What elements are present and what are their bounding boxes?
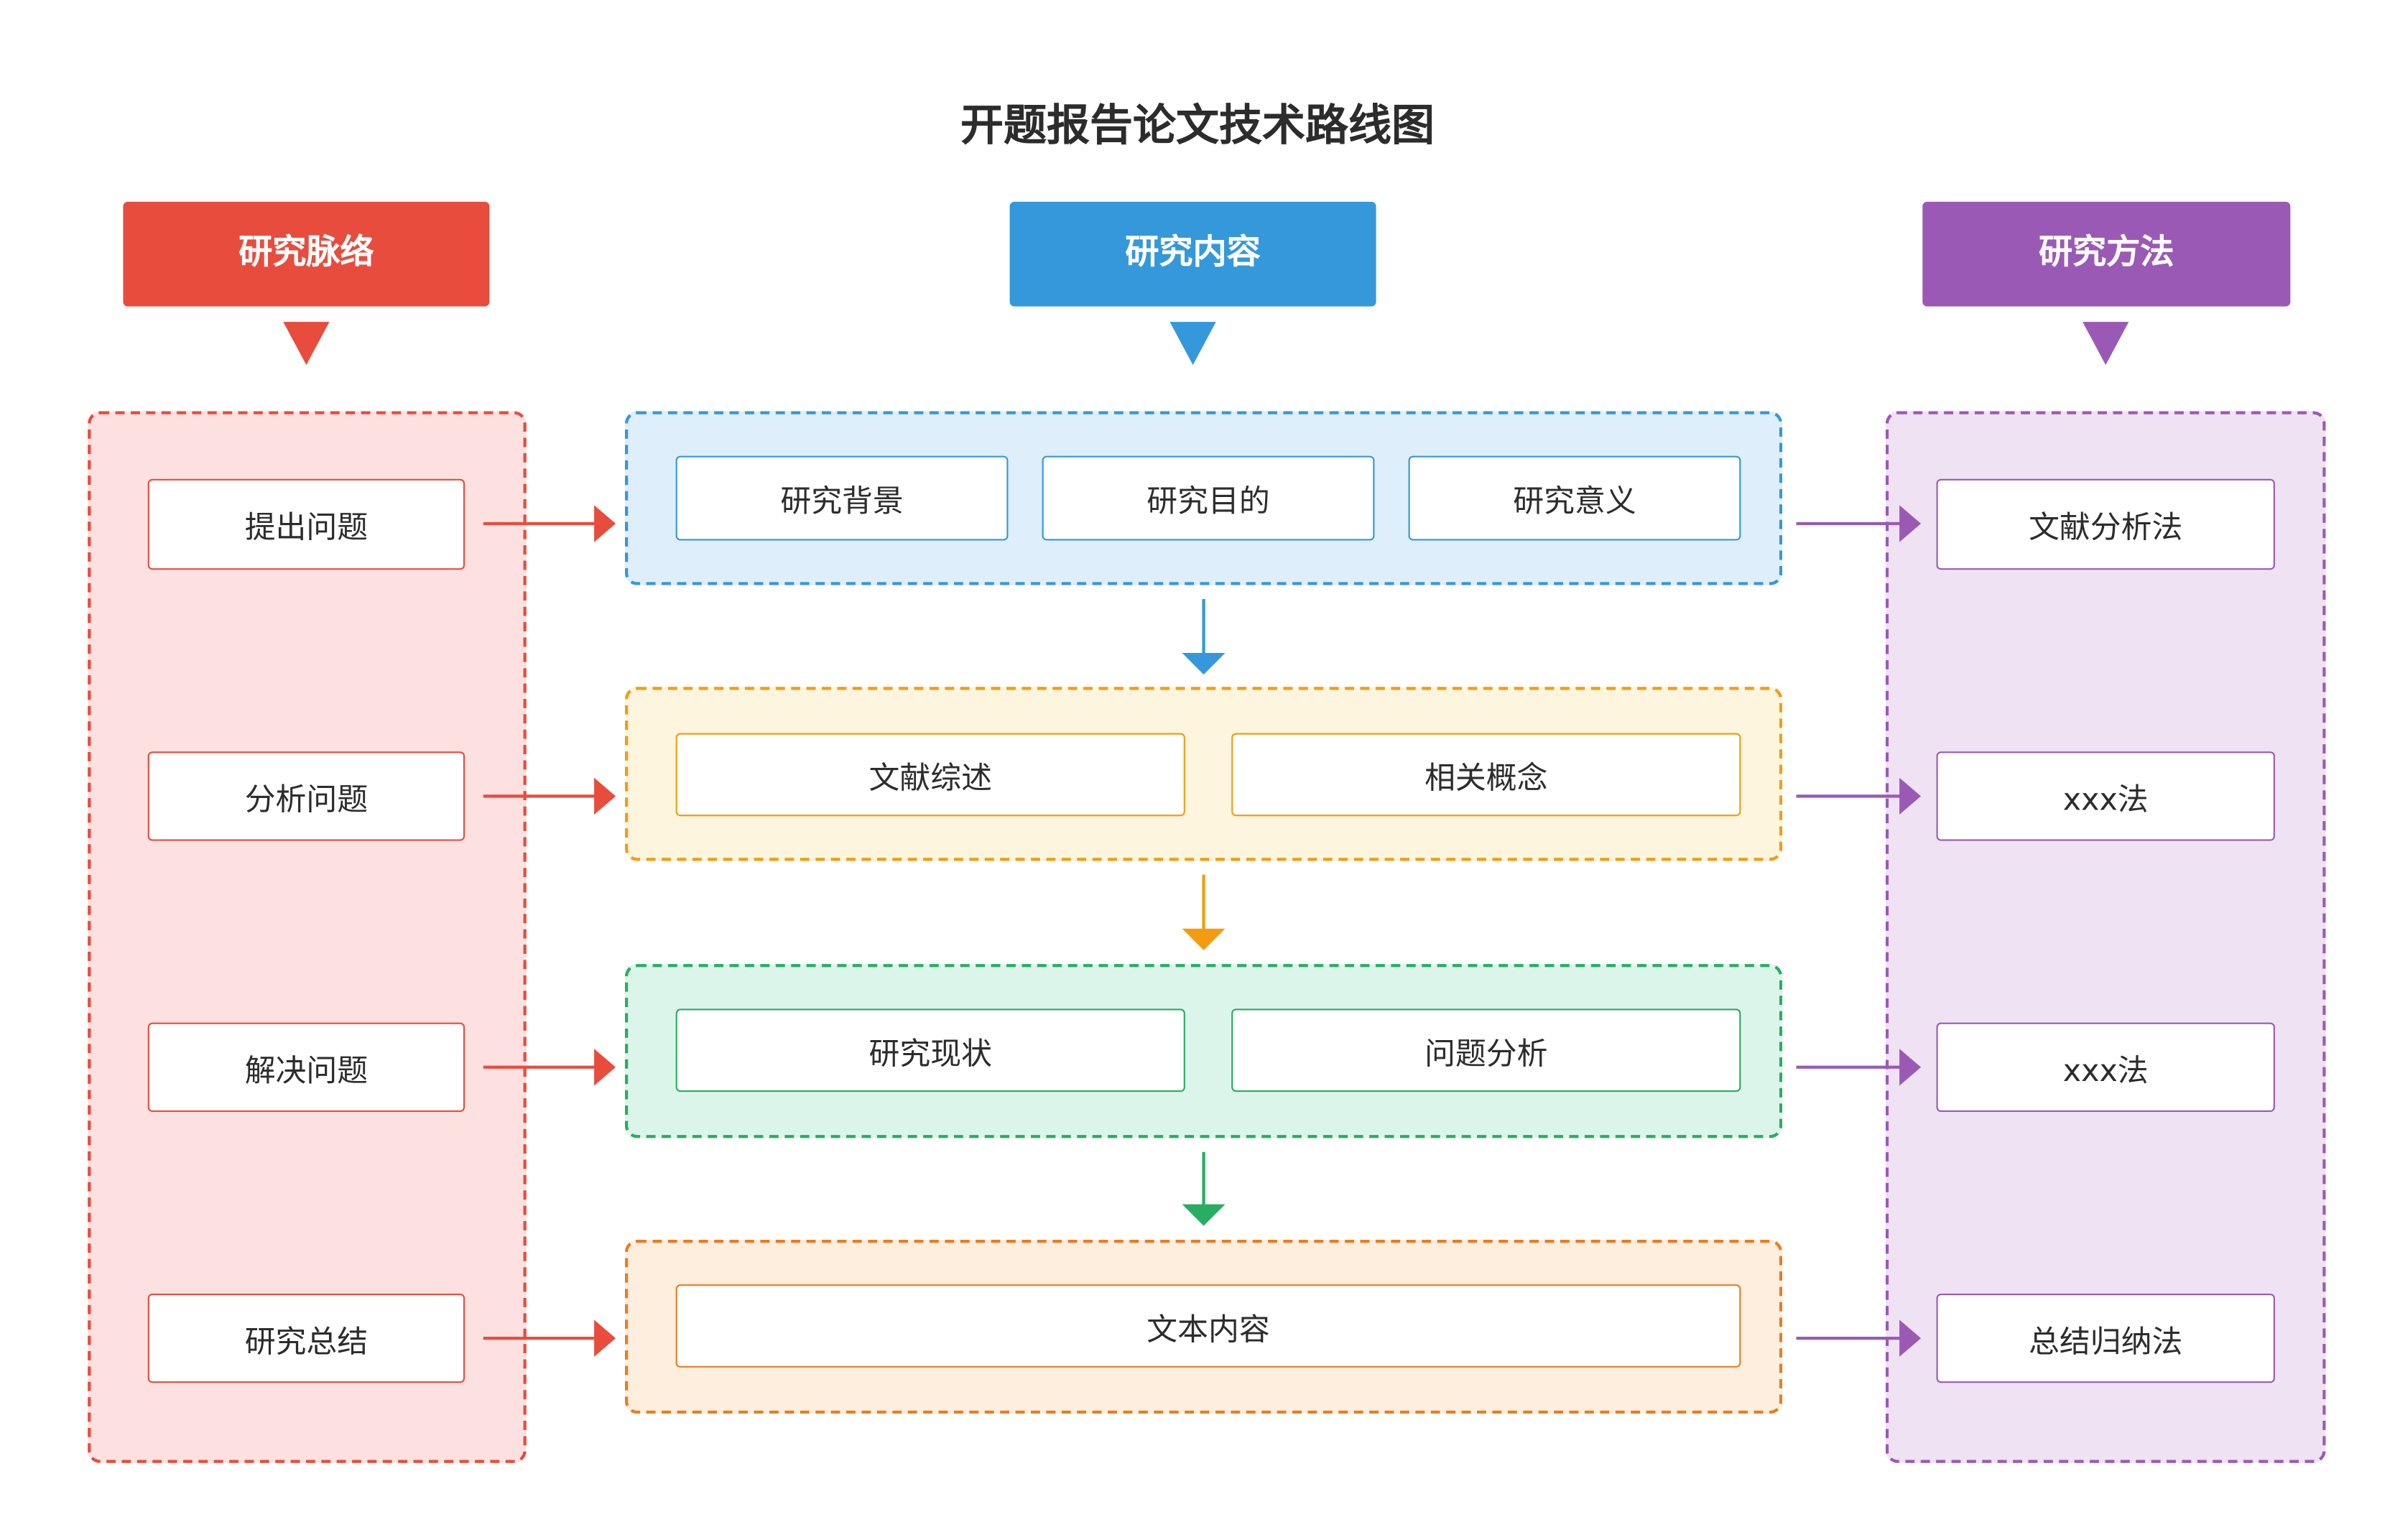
right-arrow-icon xyxy=(1796,777,1922,815)
content-item: 问题分析 xyxy=(1231,1008,1741,1093)
content-item: 研究现状 xyxy=(675,1008,1185,1093)
right-column-panel xyxy=(1885,411,2326,1463)
right-arrow-icon xyxy=(483,1049,616,1086)
method-item: 文献分析法 xyxy=(1936,478,2275,570)
right-arrow-icon xyxy=(483,777,616,815)
down-arrow-icon xyxy=(1182,1151,1226,1226)
context-item: 分析问题 xyxy=(147,751,465,841)
right-arrow-icon xyxy=(1796,1049,1922,1086)
right-arrow-icon xyxy=(1796,1319,1922,1357)
right-arrow-icon xyxy=(1796,505,1922,542)
method-item: xxx法 xyxy=(1936,751,2275,841)
down-triangle-icon xyxy=(1169,322,1216,366)
left-column-panel xyxy=(88,411,527,1463)
header-research-content: 研究内容 xyxy=(1009,201,1376,307)
down-arrow-icon xyxy=(1182,599,1226,675)
content-item: 文献综述 xyxy=(675,733,1185,817)
content-item: 研究目的 xyxy=(1042,455,1375,541)
context-item: 解决问题 xyxy=(147,1022,465,1112)
method-item: xxx法 xyxy=(1936,1022,2275,1112)
method-item: 总结归纳法 xyxy=(1936,1293,2275,1383)
header-research-context: 研究脉络 xyxy=(123,201,490,307)
header-research-method: 研究方法 xyxy=(1922,201,2291,307)
down-triangle-icon xyxy=(2083,322,2129,366)
page-title: 开题报告论文技术路线图 xyxy=(960,100,1435,152)
down-triangle-icon xyxy=(283,322,330,366)
right-arrow-icon xyxy=(483,1319,616,1357)
content-item: 相关概念 xyxy=(1231,733,1741,817)
context-item: 研究总结 xyxy=(147,1293,465,1383)
content-item: 研究背景 xyxy=(675,455,1009,541)
context-item: 提出问题 xyxy=(147,478,465,570)
content-item: 研究意义 xyxy=(1408,455,1741,541)
content-item: 文本内容 xyxy=(675,1284,1741,1368)
down-arrow-icon xyxy=(1182,874,1226,950)
right-arrow-icon xyxy=(483,505,616,542)
